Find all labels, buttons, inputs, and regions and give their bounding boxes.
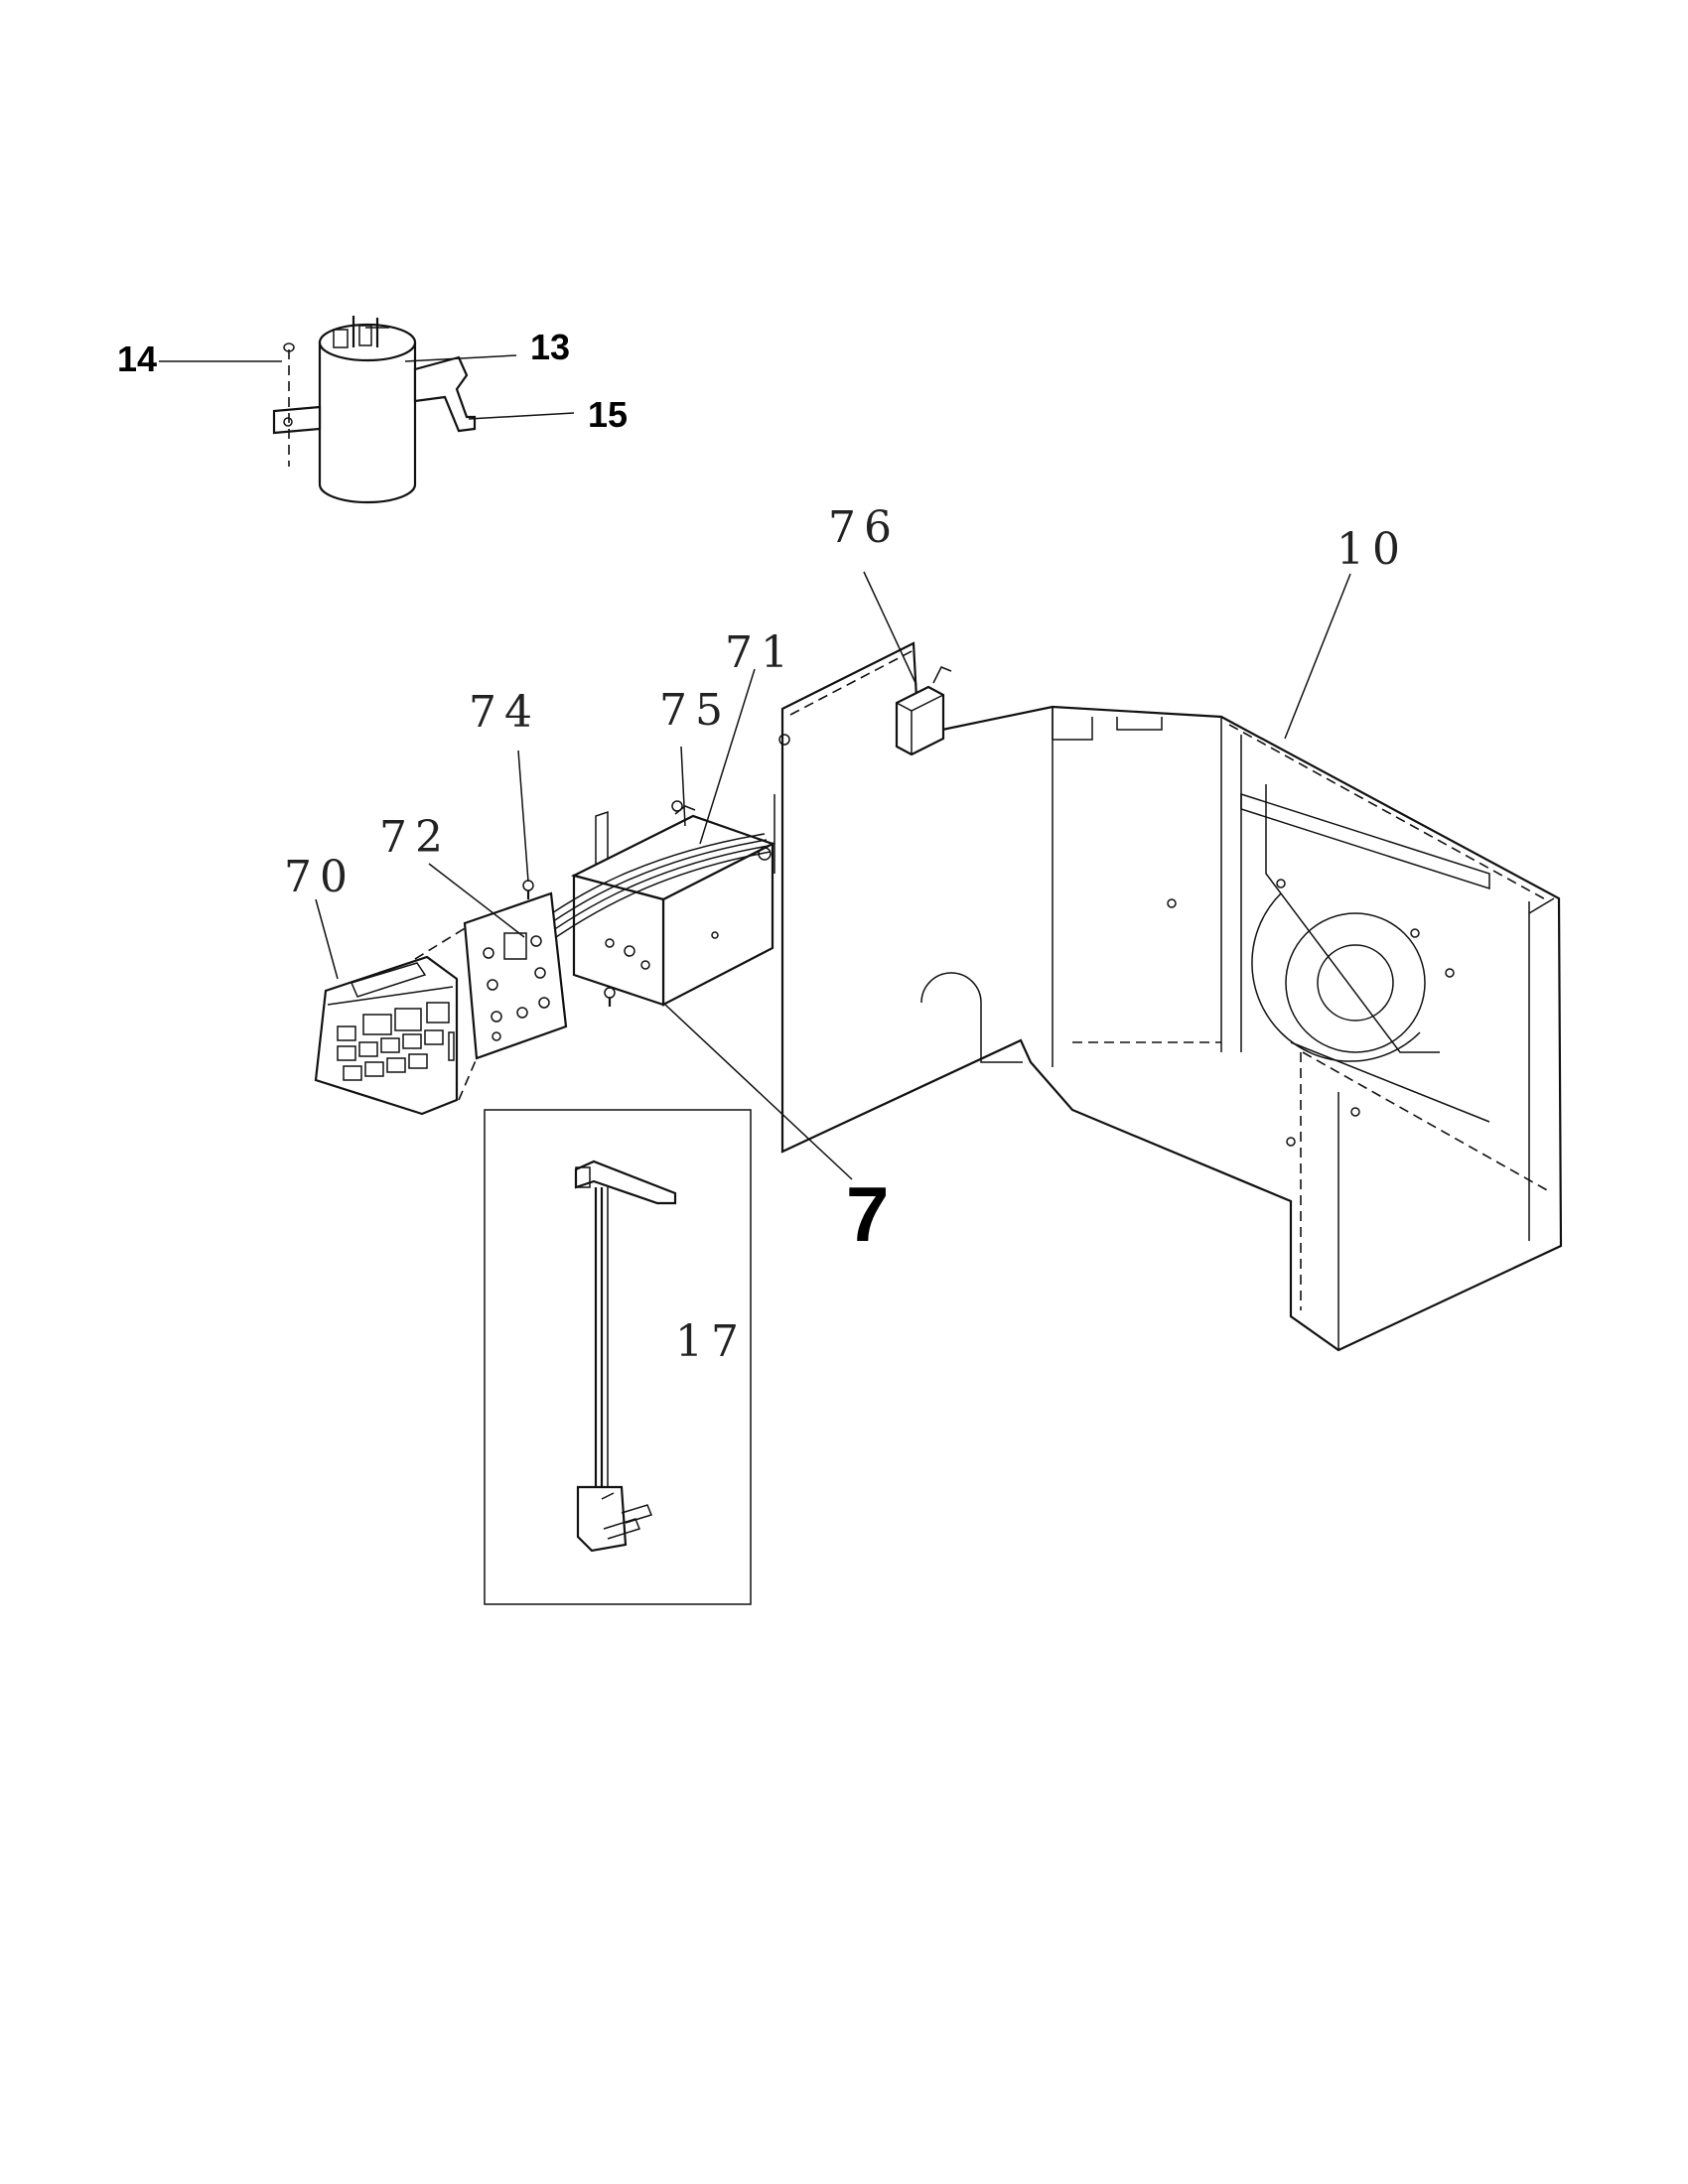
callout-74: 74 bbox=[469, 687, 540, 738]
circuit-board[interactable] bbox=[463, 891, 568, 1060]
transformer[interactable] bbox=[895, 666, 952, 756]
power-cord-detail-frame bbox=[484, 1109, 752, 1605]
callout-75: 75 bbox=[659, 685, 731, 736]
callout-15: 15 bbox=[588, 394, 628, 435]
callout-72: 72 bbox=[379, 812, 451, 863]
callout-14: 14 bbox=[117, 339, 157, 379]
control-box[interactable] bbox=[570, 800, 775, 1007]
power-cord[interactable] bbox=[574, 1160, 677, 1553]
mounting-strap[interactable] bbox=[272, 355, 477, 435]
callout-76: 76 bbox=[828, 502, 900, 553]
callout-70: 70 bbox=[284, 852, 355, 902]
control-panel[interactable] bbox=[314, 955, 459, 1116]
cabinet-panel[interactable] bbox=[774, 641, 1563, 1352]
capacitor[interactable] bbox=[318, 316, 417, 504]
callout-17: 17 bbox=[675, 1316, 747, 1367]
callout-7: 7 bbox=[846, 1170, 889, 1258]
strap-screw[interactable] bbox=[283, 342, 295, 467]
callout-71: 71 bbox=[725, 627, 796, 678]
callout-10: 10 bbox=[1336, 524, 1408, 575]
callout-13: 13 bbox=[530, 327, 570, 367]
